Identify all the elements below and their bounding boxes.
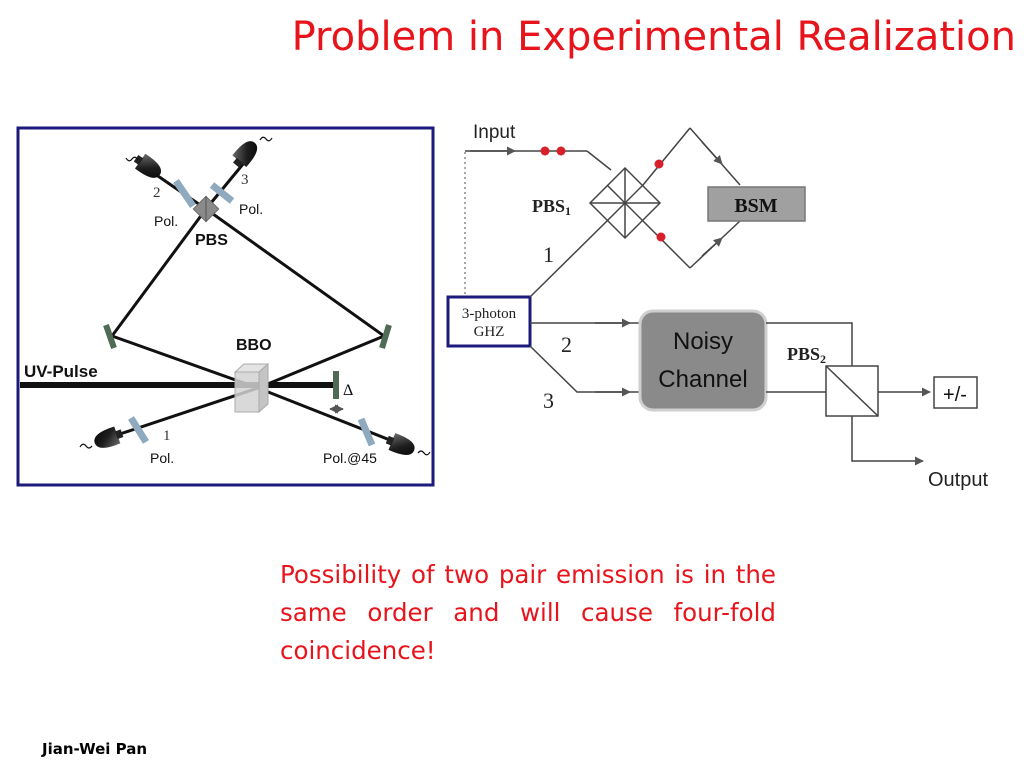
beam-paths (106, 156, 402, 446)
label-pol-bottom-right: Pol.@45 (323, 450, 377, 466)
label-noisy-line1: Noisy (673, 328, 733, 355)
pbs2-cube (825, 365, 879, 417)
label-output: Output (928, 469, 988, 491)
slide-title: Problem in Experimental Realization (291, 14, 1016, 60)
ghz-source-box (446, 295, 532, 348)
bsm-arm-arrow-bottom (701, 237, 723, 257)
path-1-line (529, 220, 608, 298)
label-pol-right-top: Pol. (239, 201, 263, 217)
pbs1-photons (654, 159, 666, 242)
label-pbs: PBS (195, 232, 228, 249)
bbo-crystal (233, 362, 270, 414)
label-path-1: 1 (543, 242, 554, 267)
label-bsm: BSM (734, 195, 777, 217)
polarizer-1 (128, 416, 149, 444)
label-pol-left-top: Pol. (154, 213, 178, 229)
label-uv-pulse: UV-Pulse (24, 362, 98, 381)
label-detector-3: 3 (241, 172, 249, 188)
path-3-line (529, 345, 641, 393)
detector-1 (94, 426, 124, 448)
slide-caption: Possibility of two pair emission is in t… (280, 560, 776, 665)
author-name: Jian-Wei Pan (42, 740, 148, 758)
label-ghz-line2: GHZ (474, 324, 505, 340)
bsm-arm-arrow-top (701, 141, 723, 165)
polarizers (128, 179, 376, 447)
scheme-diagram: Input PBS1 BSM (446, 122, 988, 491)
label-bbo: BBO (236, 337, 272, 354)
setup-diagram: 2 3 Pol. Pol. PBS BBO UV-Pulse Δ 1 Pol. … (16, 126, 435, 487)
pbs-cube (192, 195, 220, 223)
fiber-tails (79, 136, 431, 456)
bsm-box (707, 186, 806, 222)
polarizer-45 (357, 417, 376, 447)
channel-out-top (766, 322, 853, 366)
label-pol-bottom-left: Pol. (150, 450, 174, 466)
detector-3 (232, 141, 258, 168)
polarizer-2 (173, 179, 196, 208)
noisy-channel-box (638, 309, 768, 412)
label-path-3: 3 (543, 388, 554, 413)
label-path-2: 2 (561, 332, 572, 357)
label-pbs1: PBS1 (532, 196, 571, 218)
label-ghz-line1: 3-photon (462, 306, 517, 322)
label-input: Input (473, 122, 516, 143)
label-noisy-line2: Channel (658, 366, 747, 393)
label-detector-1: 1 (163, 428, 171, 444)
label-delta: Δ (343, 382, 353, 399)
label-detector-2: 2 (153, 185, 161, 201)
pbs2-out-down (851, 416, 924, 466)
mirror-right (379, 324, 392, 349)
label-measurement: +/- (943, 384, 967, 406)
measurement-box (933, 376, 978, 409)
input-photons (540, 146, 566, 156)
pbs1-cube (588, 166, 662, 240)
detector-2 (133, 153, 162, 178)
label-pbs2: PBS2 (787, 344, 826, 366)
polarizer-3 (209, 182, 235, 204)
detector-45 (385, 433, 415, 455)
mirror-left (103, 324, 117, 349)
